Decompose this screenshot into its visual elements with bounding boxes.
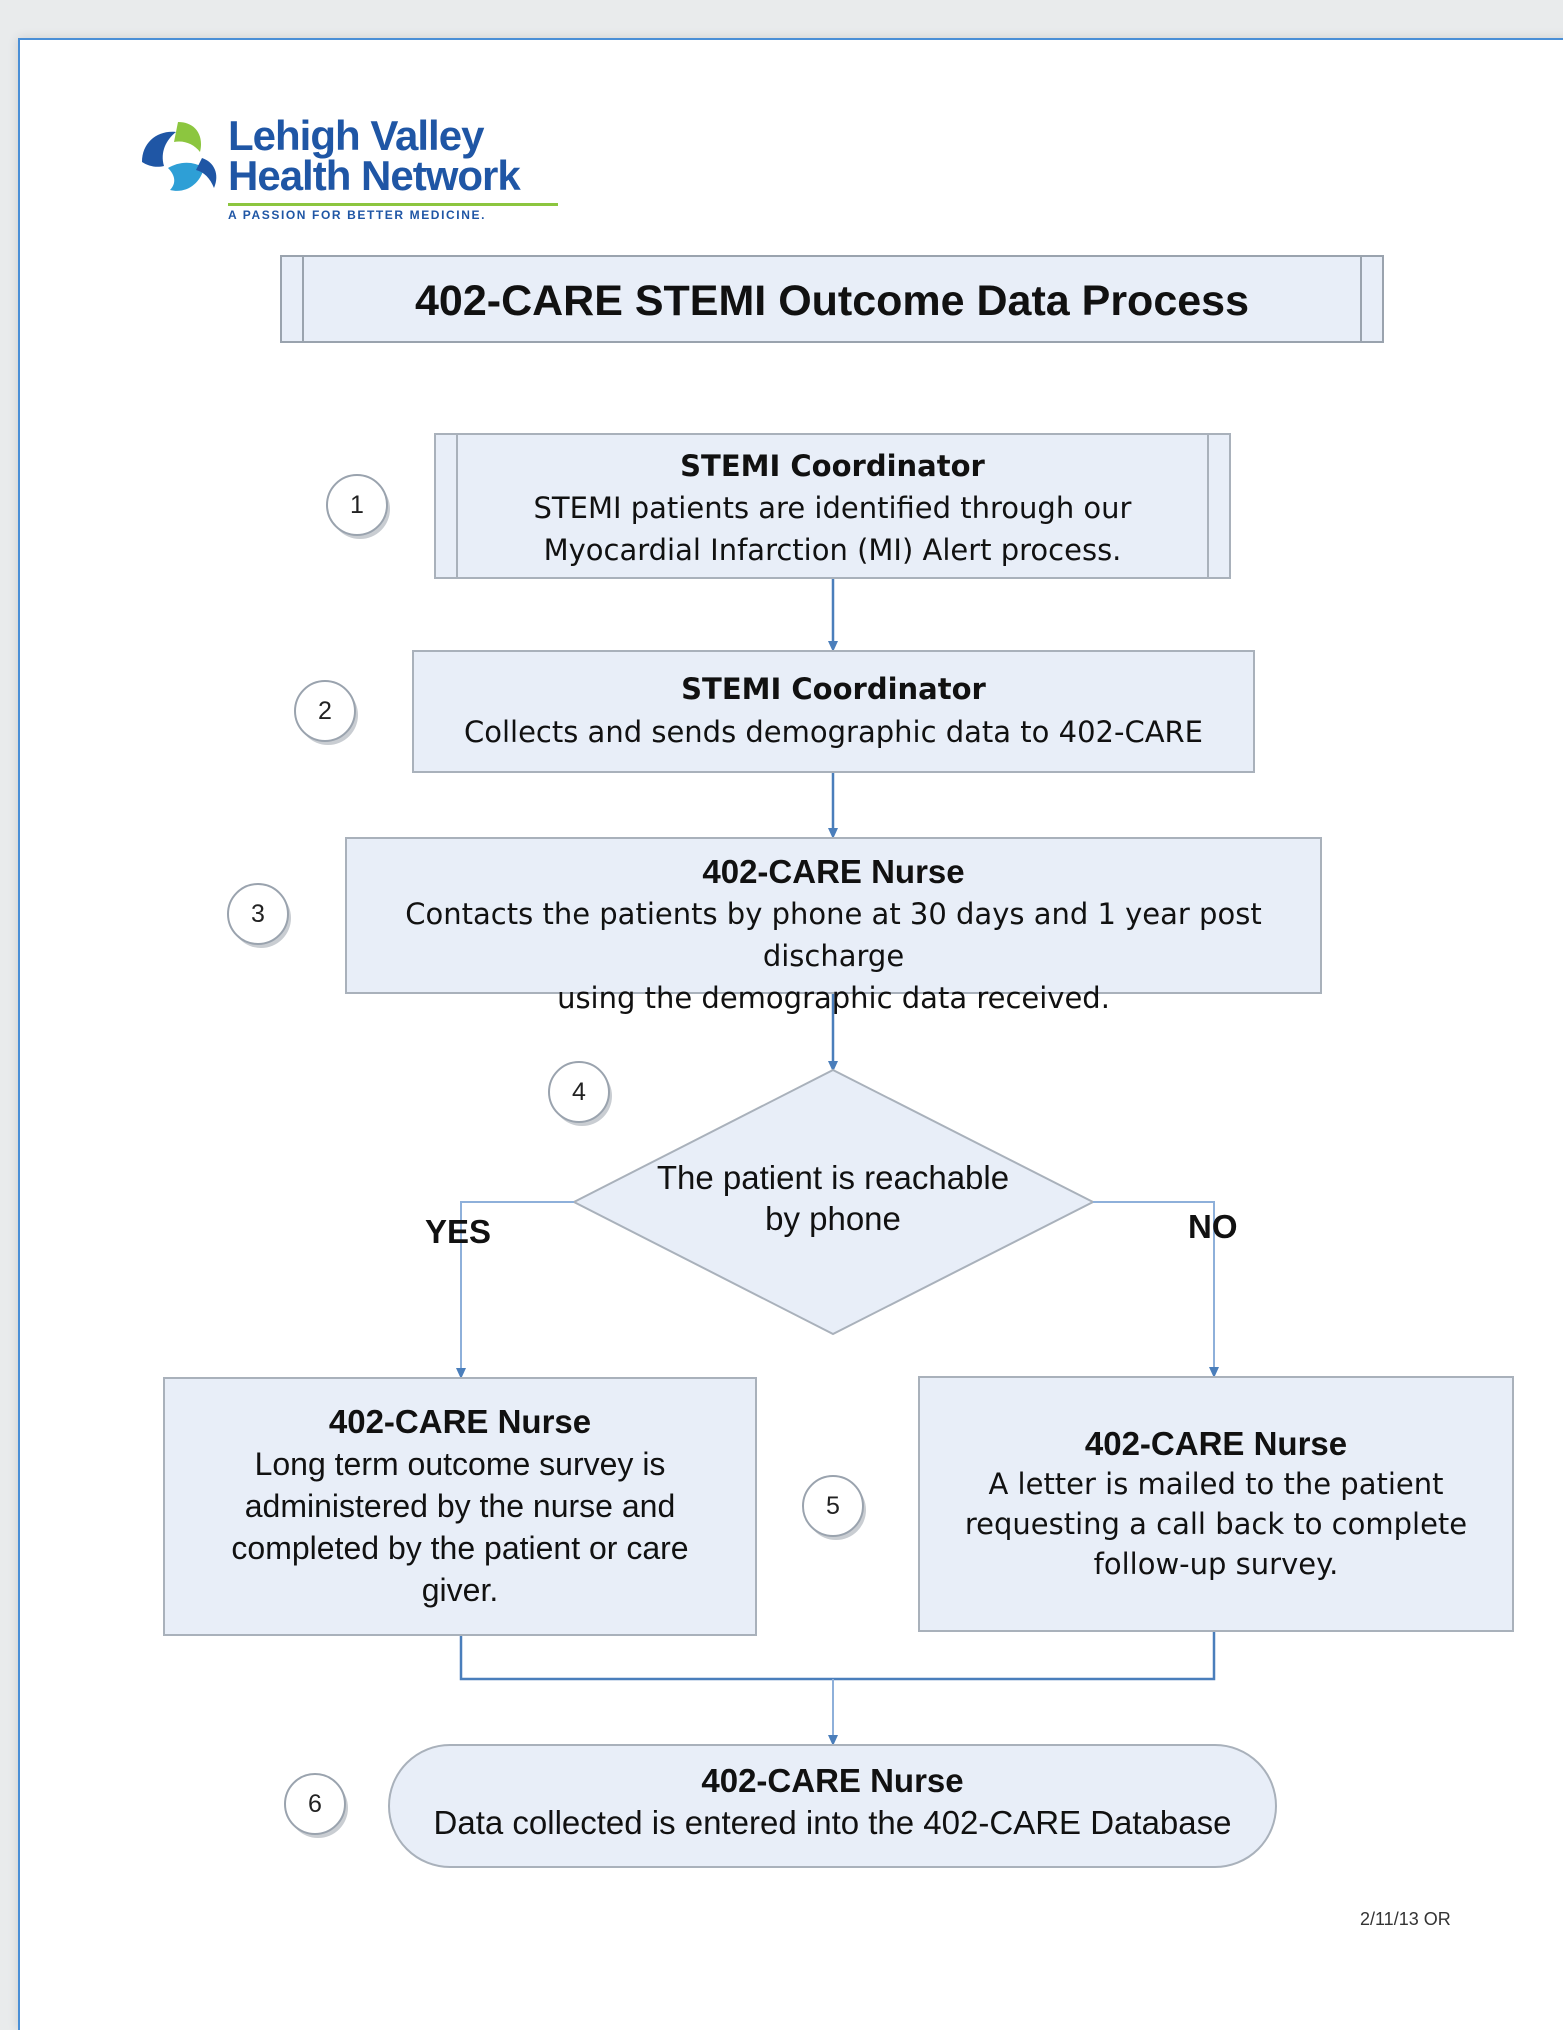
step-1-role: STEMI Coordinator xyxy=(680,449,985,483)
step-3-number-badge: 3 xyxy=(227,883,289,945)
logo-tagline: A PASSION FOR BETTER MEDICINE. xyxy=(228,208,487,222)
step-3-line-1: Contacts the patients by phone at 30 day… xyxy=(405,897,1262,973)
arrow-no xyxy=(1093,1201,1219,1378)
step-5-yes-line-3: completed by the patient or care xyxy=(231,1530,689,1566)
logo-rule xyxy=(228,203,558,206)
step-5-no-role: 402-CARE Nurse xyxy=(1084,1425,1348,1462)
arrow-yes xyxy=(456,1201,574,1379)
step-5-no-line-3: follow-up survey. xyxy=(1093,1547,1339,1581)
yes-label: YES xyxy=(425,1213,492,1250)
step-5-yes-line-4: giver. xyxy=(421,1572,499,1608)
no-label: NO xyxy=(1188,1208,1238,1245)
decision-text: The patient is reachable by phone xyxy=(600,1157,1066,1239)
step-3-box: 402-CARE Nurse Contacts the patients by … xyxy=(345,837,1322,1015)
step-5-no-line-2: requesting a call back to complete xyxy=(964,1507,1468,1541)
logo-name-line1: Lehigh Valley xyxy=(228,112,484,159)
step-6-box: 402-CARE Nurse Data collected is entered… xyxy=(388,1744,1277,1868)
step-1-line-1: STEMI patients are identified through ou… xyxy=(533,491,1132,525)
step-5-number-badge: 5 xyxy=(802,1475,864,1537)
step-5-yes-box: 402-CARE Nurse Long term outcome survey … xyxy=(163,1377,757,1636)
document-page xyxy=(18,38,1563,2030)
logo-name-line2: Health Network xyxy=(228,152,521,199)
step-1-line-2: Myocardial Infarction (MI) Alert process… xyxy=(543,533,1122,567)
step-3-line-2: using the demographic data received. xyxy=(557,981,1110,1015)
decision-diamond xyxy=(571,1068,1096,1336)
step-6-number-badge: 6 xyxy=(284,1773,346,1835)
step-5-no-box: 402-CARE Nurse A letter is mailed to the… xyxy=(918,1376,1514,1632)
step-5-yes-line-2: administered by the nurse and xyxy=(244,1488,676,1524)
step-2-line-1: Collects and sends demographic data to 4… xyxy=(463,715,1204,749)
step-6-role: 402-CARE Nurse xyxy=(701,1762,964,1799)
step-2-box: STEMI Coordinator Collects and sends dem… xyxy=(412,650,1255,773)
step-5-yes-role: 402-CARE Nurse xyxy=(328,1403,592,1440)
logo-mark-icon xyxy=(142,122,217,191)
merge-line xyxy=(459,1632,1216,1681)
step-6-line-1: Data collected is entered into the 402-C… xyxy=(433,1804,1232,1841)
title-box: 402-CARE STEMI Outcome Data Process xyxy=(280,255,1384,343)
step-2-role: STEMI Coordinator xyxy=(681,672,986,706)
step-5-no-line-1: A letter is mailed to the patient xyxy=(988,1467,1444,1501)
step-1-box: STEMI Coordinator STEMI patients are ide… xyxy=(434,433,1231,579)
revision-note: 2/11/13 OR xyxy=(1360,1909,1451,1929)
decision-line-1: The patient is reachable xyxy=(656,1159,1010,1196)
logo: Lehigh Valley Health Network A PASSION F… xyxy=(138,114,558,232)
step-1-number-badge: 1 xyxy=(326,474,388,536)
page-title: 402-CARE STEMI Outcome Data Process xyxy=(415,277,1249,325)
step-3-role: 402-CARE Nurse xyxy=(702,853,965,890)
step-2-number-badge: 2 xyxy=(294,680,356,742)
step-5-yes-line-1: Long term outcome survey is xyxy=(254,1446,666,1482)
decision-line-2: by phone xyxy=(765,1200,901,1237)
step-4-number-badge: 4 xyxy=(548,1061,610,1123)
